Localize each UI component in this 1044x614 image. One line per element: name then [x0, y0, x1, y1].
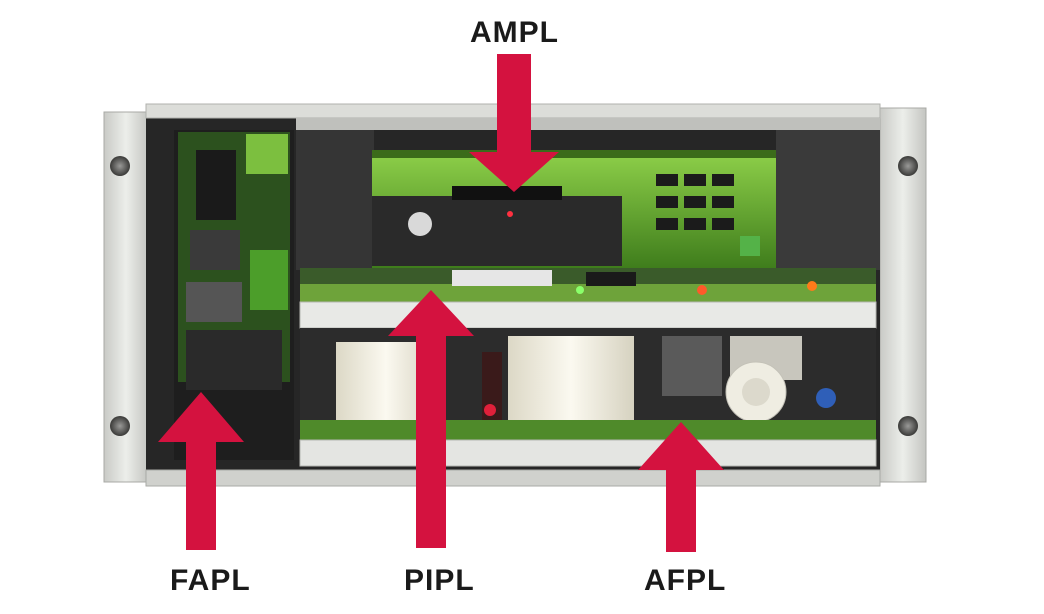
upper-tray — [299, 268, 877, 329]
screw-icon — [110, 156, 918, 436]
arrow-up-icon — [388, 290, 474, 548]
fapl-board — [174, 130, 294, 460]
transformer — [508, 336, 634, 422]
arrow-down-icon — [469, 54, 559, 192]
ampl-board — [372, 150, 776, 268]
afpl-label: AFPL — [644, 564, 727, 597]
ampl-label: AMPL — [470, 16, 559, 49]
pipl-label: PIPL — [404, 564, 475, 597]
arrow-up-icon — [638, 422, 724, 552]
lower-bay — [299, 328, 877, 467]
fapl-label: FAPL — [170, 564, 251, 597]
arrow-up-icon — [158, 392, 244, 550]
